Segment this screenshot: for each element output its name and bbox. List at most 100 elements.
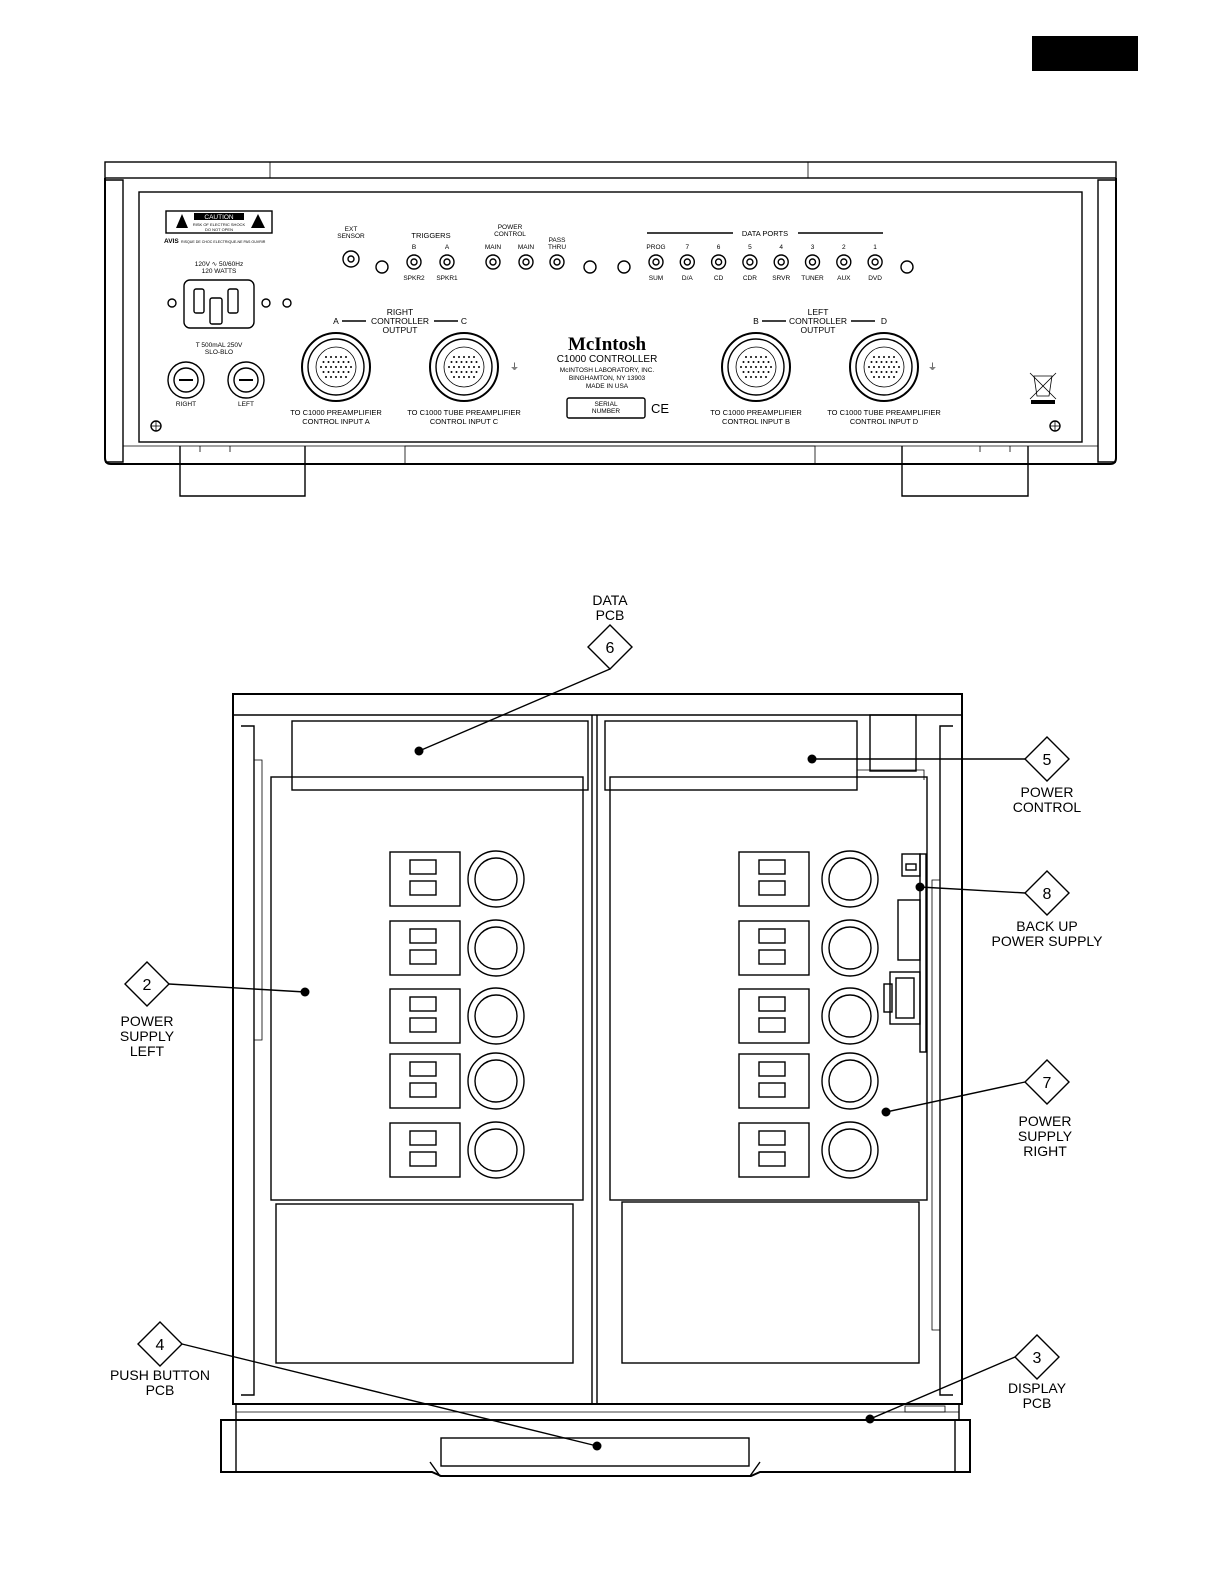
svg-text:THRU: THRU: [548, 244, 566, 251]
lower-right-board: [621, 1201, 920, 1364]
svg-text:RISK OF ELECTRIC SHOCK: RISK OF ELECTRIC SHOCK: [193, 222, 246, 227]
callout-7-power-supply-right: 7 POWER SUPPLY RIGHT: [881, 1059, 1073, 1159]
power-control-pcb: [604, 720, 858, 791]
trigger-jack-b[interactable]: [406, 254, 422, 270]
svg-text:LEFT: LEFT: [808, 307, 829, 317]
psu-row-4: [389, 1052, 525, 1110]
callouts: DATA PCB 6 5 POWER CONTROL 8 BACK UP POW…: [110, 592, 1103, 1451]
data-port-name: SUM: [649, 275, 663, 282]
controller-output-connector-d[interactable]: [849, 332, 919, 402]
psu-row-3: [389, 987, 525, 1045]
caution-title: CAUTION: [204, 214, 234, 221]
svg-text:PASS: PASS: [549, 237, 567, 244]
data-port-jack-3[interactable]: [742, 254, 758, 270]
callout-3-display-pcb: 3 DISPLAY PCB: [865, 1334, 1067, 1424]
svg-text:RISQUE DE CHOC ELECTRIQUE-NE P: RISQUE DE CHOC ELECTRIQUE-NE PAS OUVRIR: [181, 240, 266, 244]
psu-row-2: [389, 919, 525, 977]
pass-thru-jack[interactable]: [549, 254, 565, 270]
fuse-holder-right[interactable]: [167, 361, 205, 399]
data-pcb: [291, 720, 589, 791]
svg-text:MADE IN USA: MADE IN USA: [586, 383, 629, 390]
svg-text:B: B: [412, 244, 416, 251]
data-port-jack-7[interactable]: [867, 254, 883, 270]
backup-power-supply-pcb: [883, 853, 927, 1053]
ground-post-icon: [900, 260, 914, 274]
svg-text:SLO-BLO: SLO-BLO: [205, 349, 233, 356]
right-foot: [901, 446, 1029, 497]
serial-number-plate: [566, 397, 646, 419]
svg-text:MAIN: MAIN: [518, 244, 535, 251]
model-name: C1000 CONTROLLER: [557, 354, 658, 365]
svg-text:McINTOSH LABORATORY, INC.: McINTOSH LABORATORY, INC.: [560, 367, 655, 374]
power-control-main-jack-1[interactable]: [485, 254, 501, 270]
svg-text:POWER: POWER: [1021, 784, 1074, 800]
power-supply-left-components: [389, 850, 525, 1179]
push-button-pcb: [440, 1437, 750, 1467]
psu-row-4: [738, 1052, 879, 1110]
data-port-jack-4[interactable]: [773, 254, 789, 270]
svg-text:CONTROL INPUT D: CONTROL INPUT D: [850, 417, 919, 426]
svg-text:OUTPUT: OUTPUT: [383, 325, 418, 335]
controller-output-connector-b[interactable]: [721, 332, 791, 402]
controller-output-connector-c[interactable]: [429, 332, 499, 402]
svg-text:A: A: [333, 316, 339, 326]
data-port-number: 2: [842, 244, 846, 251]
svg-text:TO C1000 TUBE PREAMPLIFIER: TO C1000 TUBE PREAMPLIFIER: [407, 408, 521, 417]
power-supply-left-pcb: [270, 776, 584, 1201]
callout-5-power-control: 5 POWER CONTROL: [807, 736, 1082, 815]
svg-text:7: 7: [1043, 1075, 1052, 1092]
ground-post-icon: [617, 260, 631, 274]
svg-text:4: 4: [156, 1337, 165, 1354]
data-port-jack-5[interactable]: [804, 254, 821, 270]
svg-text:DISPLAY: DISPLAY: [1008, 1380, 1067, 1396]
svg-text:CONTROL INPUT A: CONTROL INPUT A: [302, 417, 370, 426]
lower-left-board: [275, 1203, 574, 1364]
data-port-jack-1[interactable]: [679, 254, 695, 270]
data-port-number: PROG: [646, 244, 665, 251]
ground-symbol-icon: ⏚: [510, 362, 519, 372]
data-port-name: TUNER: [801, 275, 824, 282]
svg-text:LEFT: LEFT: [238, 401, 254, 408]
controller-output-connector-a[interactable]: [301, 332, 371, 402]
svg-text:120 WATTS: 120 WATTS: [202, 268, 237, 275]
svg-text:CONTROL INPUT B: CONTROL INPUT B: [722, 417, 790, 426]
svg-text:SERIAL: SERIAL: [594, 401, 618, 408]
data-port-name: SRVR: [772, 275, 790, 282]
power-control-main-jack-2[interactable]: [518, 254, 534, 270]
svg-text:CONTROL INPUT C: CONTROL INPUT C: [430, 417, 499, 426]
page-tab-marker: [1032, 36, 1138, 71]
trigger-jack-a[interactable]: [439, 254, 455, 270]
svg-text:BACK UP: BACK UP: [1016, 918, 1077, 934]
svg-text:TO C1000 PREAMPLIFIER: TO C1000 PREAMPLIFIER: [710, 408, 802, 417]
ac-rating-text: 120V ∿ 50/60Hz: [195, 261, 243, 268]
svg-text:AVIS: AVIS: [164, 238, 179, 245]
svg-text:PCB: PCB: [146, 1382, 175, 1398]
mcintosh-logo: McIntosh: [568, 334, 647, 355]
psu-row-3: [738, 987, 879, 1045]
right-handle: [1097, 179, 1116, 463]
psu-row-5: [389, 1121, 525, 1179]
svg-text:CONTROL: CONTROL: [494, 231, 526, 238]
caution-label: CAUTION RISK OF ELECTRIC SHOCK DO NOT OP…: [164, 210, 273, 245]
svg-text:OUTPUT: OUTPUT: [801, 325, 836, 335]
ac-power-inlet[interactable]: [167, 279, 292, 329]
svg-text:CONTROL: CONTROL: [1013, 799, 1082, 815]
panel-top-trim: [104, 161, 1117, 179]
panel-face: [138, 191, 1083, 443]
data-port-jack-0[interactable]: [648, 254, 664, 270]
data-port-name: AUX: [837, 275, 851, 282]
svg-text:D: D: [881, 316, 887, 326]
svg-text:CONTROLLER: CONTROLLER: [789, 316, 847, 326]
svg-text:POWER SUPPLY: POWER SUPPLY: [992, 933, 1104, 949]
ext-sensor-jack[interactable]: [342, 250, 360, 268]
psu-row-1: [389, 850, 525, 908]
data-port-jack-6[interactable]: [836, 254, 852, 270]
psu-row-5: [738, 1121, 879, 1179]
data-port-number: 6: [717, 244, 721, 251]
panel-screw-left: [150, 420, 162, 432]
callout-6-data-pcb: DATA PCB 6: [414, 592, 633, 756]
svg-text:3: 3: [1033, 1350, 1042, 1367]
fuse-holder-left[interactable]: [227, 361, 265, 399]
data-port-jack-2[interactable]: [710, 254, 727, 270]
